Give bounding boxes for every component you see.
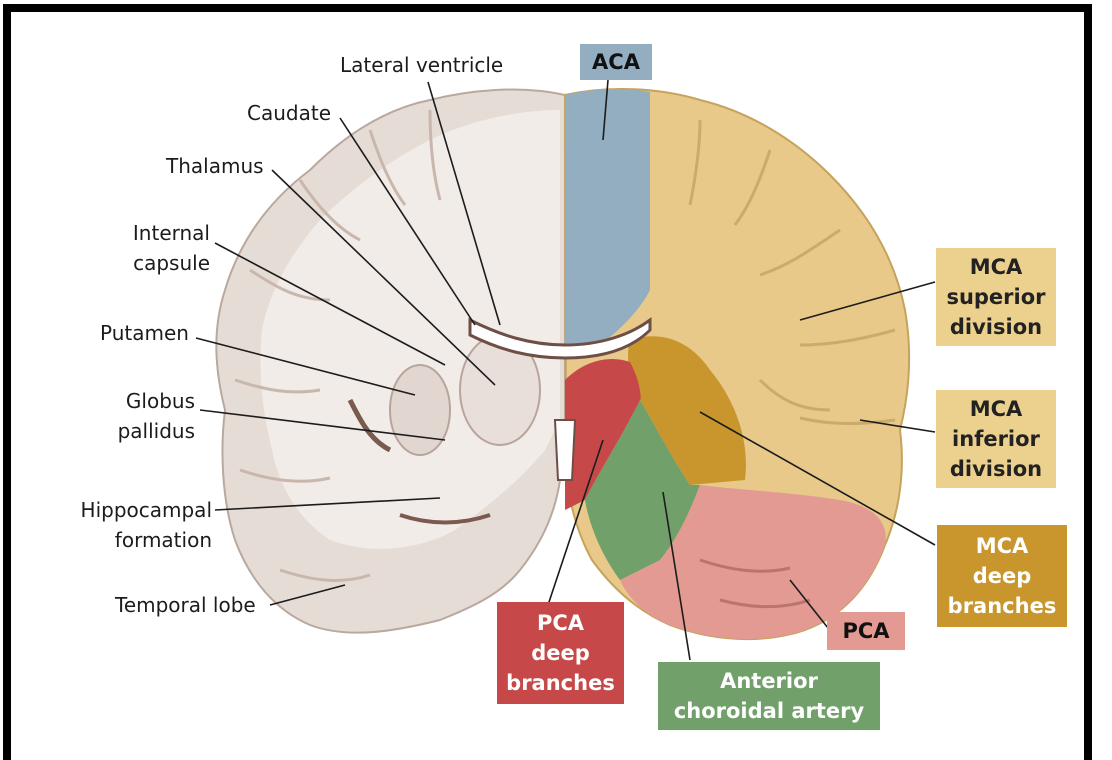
- label-caudate: Caudate: [247, 98, 331, 128]
- territory-mca-inferior: MCA inferior division: [936, 390, 1056, 488]
- label-hippocampal-formation: Hippocampal formation: [72, 495, 212, 555]
- label-lateral-ventricle: Lateral ventricle: [340, 50, 503, 80]
- label-internal-capsule: Internal capsule: [118, 218, 210, 278]
- territory-mca-deep: MCA deep branches: [937, 525, 1067, 627]
- label-globus-pallidus: Globus pallidus: [95, 386, 195, 446]
- territory-pca: PCA: [827, 612, 905, 650]
- territory-anterior-choroidal: Anterior choroidal artery: [658, 662, 880, 730]
- territory-mca-superior: MCA superior division: [936, 248, 1056, 346]
- label-thalamus: Thalamus: [166, 151, 264, 181]
- territory-pca-deep: PCA deep branches: [497, 602, 624, 704]
- label-putamen: Putamen: [100, 318, 189, 348]
- territory-aca: ACA: [580, 44, 652, 80]
- label-temporal-lobe: Temporal lobe: [115, 590, 256, 620]
